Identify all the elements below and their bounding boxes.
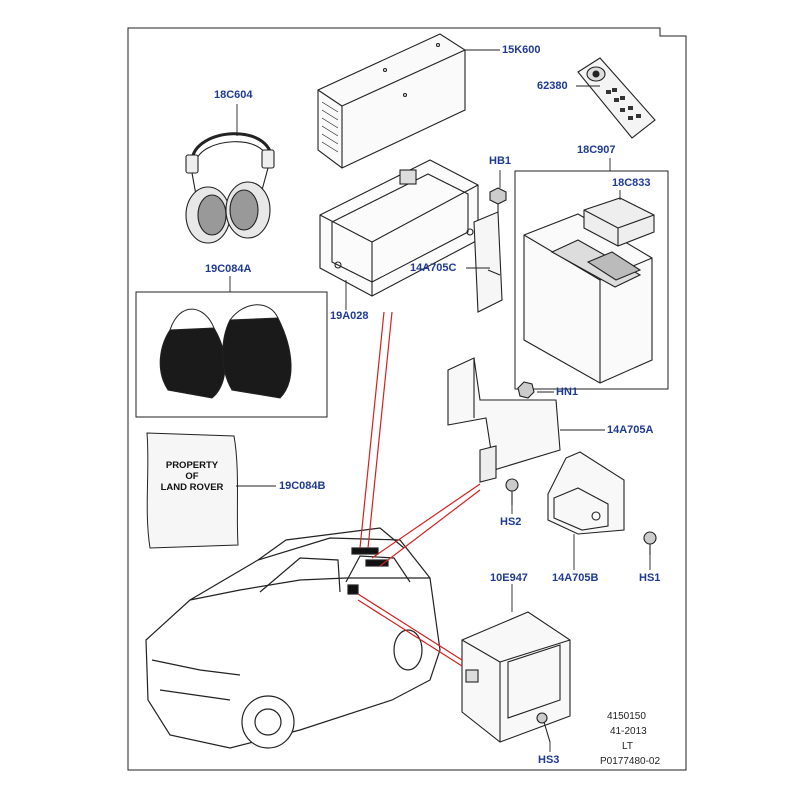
red-leader-lines bbox=[357, 311, 481, 667]
footer-ref-4: P0177480-02 bbox=[600, 756, 661, 767]
callout-hn1: HN1 bbox=[556, 386, 579, 398]
footer-ref-3: LT bbox=[622, 741, 633, 752]
callout-14a705b: 14A705B bbox=[552, 572, 599, 584]
nut-hn1 bbox=[517, 381, 535, 399]
bolt-hb1 bbox=[489, 187, 507, 214]
footer-ref-1: 4150150 bbox=[607, 711, 646, 722]
callout-19c084a: 19C084A bbox=[205, 263, 252, 275]
bracket-14a705c bbox=[473, 211, 503, 313]
diagram-frame bbox=[127, 27, 687, 771]
box-18c907 bbox=[514, 170, 669, 390]
callout-18c907: 18C907 bbox=[577, 144, 616, 156]
bag-label: PROPERTY OF LAND ROVER bbox=[150, 460, 234, 493]
unit-18c907 bbox=[523, 213, 653, 384]
callout-14a705a: 14A705A bbox=[607, 424, 654, 436]
screw-hs1 bbox=[643, 531, 657, 555]
callout-15k600: 15K600 bbox=[502, 44, 541, 56]
headphones-18c604 bbox=[185, 132, 275, 244]
box-19c084a bbox=[135, 291, 328, 418]
leader-lines bbox=[229, 49, 651, 752]
bags-19c084a bbox=[159, 304, 292, 399]
callout-hs2: HS2 bbox=[500, 516, 522, 528]
callout-18c833: 18C833 bbox=[612, 177, 651, 189]
callout-hs1: HS1 bbox=[639, 572, 661, 584]
callout-hs3: HS3 bbox=[538, 754, 560, 766]
callout-10e947: 10E947 bbox=[490, 572, 528, 584]
bag-19c084b bbox=[146, 432, 239, 549]
bracket-14a705b bbox=[547, 451, 625, 535]
module-15k600 bbox=[317, 33, 466, 169]
bag-label-line1: PROPERTY bbox=[165, 460, 219, 471]
unit-10e947 bbox=[461, 611, 571, 743]
callout-62380: 62380 bbox=[537, 80, 568, 92]
bag-label-line2: OF bbox=[185, 471, 199, 482]
screw-hs2 bbox=[505, 478, 519, 505]
bag-label-line3: LAND ROVER bbox=[160, 482, 224, 493]
footer-ref-2: 41-2013 bbox=[610, 726, 647, 737]
callout-18c604: 18C604 bbox=[214, 89, 253, 101]
bracket-14a705a bbox=[447, 357, 561, 483]
remote-control-62380 bbox=[577, 57, 656, 139]
vehicle-outline bbox=[145, 527, 441, 749]
callout-14a705c: 14A705C bbox=[410, 262, 457, 274]
callout-hb1: HB1 bbox=[489, 155, 512, 167]
bracket-19a028 bbox=[319, 159, 479, 297]
callout-19c084b: 19C084B bbox=[279, 480, 326, 492]
callout-19a028: 19A028 bbox=[330, 310, 369, 322]
screw-hs3 bbox=[536, 712, 551, 743]
